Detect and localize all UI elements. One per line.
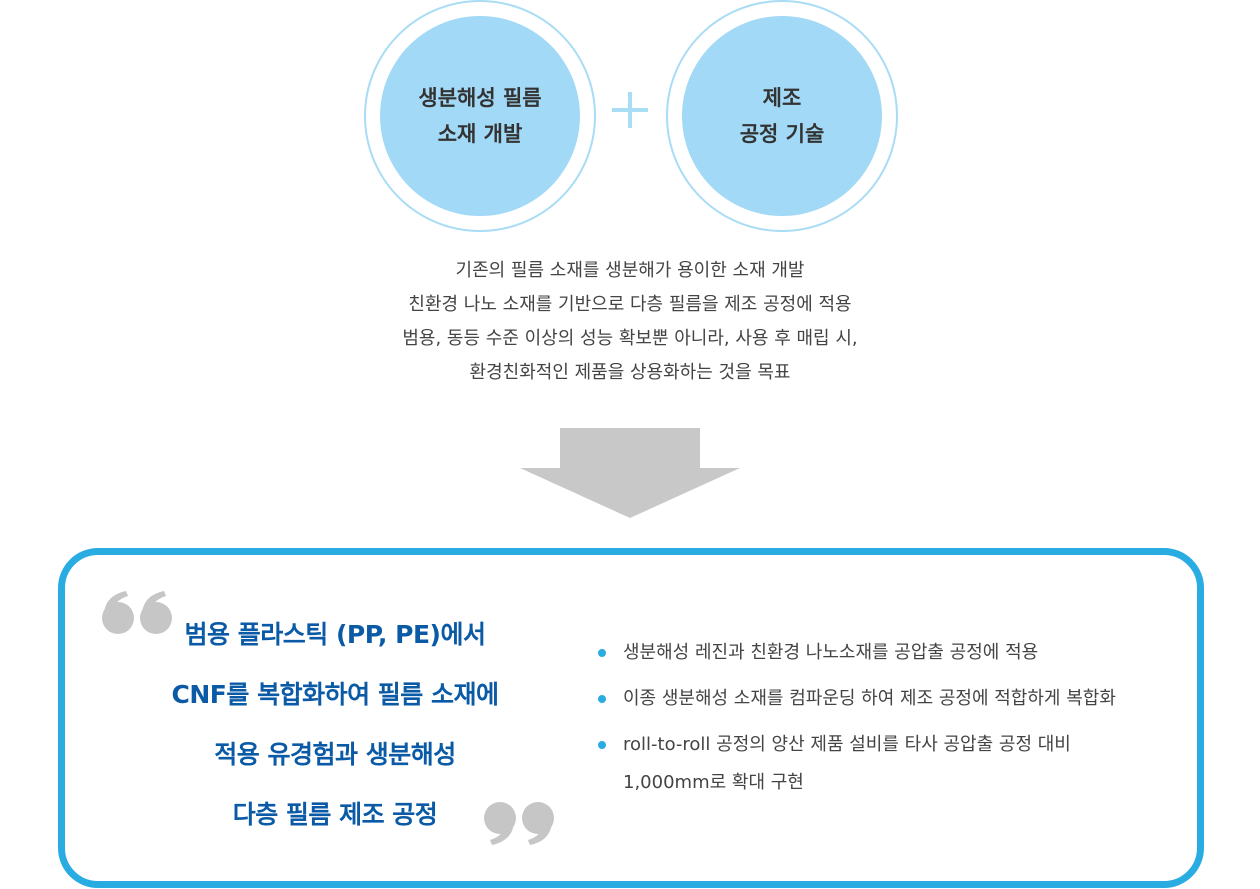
summary-box — [58, 548, 1204, 888]
circle-film-material-line-2: 소재 개발 — [437, 122, 523, 146]
circle-process-tech-line-2: 공정 기술 — [739, 122, 825, 146]
list-item: roll-to-roll 공정의 양산 제품 설비를 타사 공압출 공정 대비 … — [596, 726, 1186, 802]
bullet-dot-icon — [598, 649, 606, 657]
headline-line: 범용 플라스틱 (PP, PE)에서 — [184, 620, 486, 649]
bullet-dot-icon — [598, 695, 606, 703]
close-quote-icon — [484, 802, 554, 845]
bullet-dot-icon — [598, 741, 606, 749]
plus-icon — [612, 92, 648, 128]
headline-line: CNF를 복합화하여 필름 소재에 — [171, 680, 499, 709]
feature-list: 생분해성 레진과 친환경 나노소재를 공압출 공정에 적용 이종 생분해성 소재… — [596, 634, 1186, 802]
arrow-down-icon — [520, 428, 740, 518]
circle-process-tech-line-1: 제조 — [762, 86, 802, 110]
headline: 범용 플라스틱 (PP, PE)에서 CNF를 복합화하여 필름 소재에 적용 … — [100, 605, 570, 845]
list-item-text: 이종 생분해성 소재를 컴파운딩 하여 제조 공정에 적합하게 복합화 — [623, 688, 1116, 709]
description: 기존의 필름 소재를 생분해가 용이한 소재 개발 친환경 나노 소재를 기반으… — [330, 254, 930, 390]
circle-film-material: 생분해성 필름 소재 개발 — [364, 0, 596, 232]
circle-process-tech: 제조 공정 기술 — [666, 0, 898, 232]
list-item: 생분해성 레진과 친환경 나노소재를 공압출 공정에 적용 — [596, 634, 1186, 672]
headline-line: 다층 필름 제조 공정 — [232, 800, 438, 829]
open-quote-icon — [102, 591, 172, 634]
headline-line: 적용 유경험과 생분해성 — [214, 740, 456, 769]
list-item-text-continued: 1,000mm로 확대 구현 — [623, 772, 804, 793]
circle-process-tech-fill: 제조 공정 기술 — [682, 16, 882, 216]
list-item-text: 생분해성 레진과 친환경 나노소재를 공압출 공정에 적용 — [623, 642, 1039, 663]
description-line: 환경친화적인 제품을 상용화하는 것을 목표 — [469, 362, 791, 383]
list-item: 이종 생분해성 소재를 컴파운딩 하여 제조 공정에 적합하게 복합화 — [596, 680, 1186, 718]
description-line: 기존의 필름 소재를 생분해가 용이한 소재 개발 — [455, 260, 805, 281]
circle-film-material-line-1: 생분해성 필름 — [418, 86, 542, 110]
list-item-text: roll-to-roll 공정의 양산 제품 설비를 타사 공압출 공정 대비 — [623, 734, 1071, 755]
circle-film-material-fill: 생분해성 필름 소재 개발 — [380, 16, 580, 216]
description-line: 친환경 나노 소재를 기반으로 다층 필름을 제조 공정에 적용 — [408, 294, 852, 315]
description-line: 범용, 동등 수준 이상의 성능 확보뿐 아니라, 사용 후 매립 시, — [402, 328, 858, 349]
